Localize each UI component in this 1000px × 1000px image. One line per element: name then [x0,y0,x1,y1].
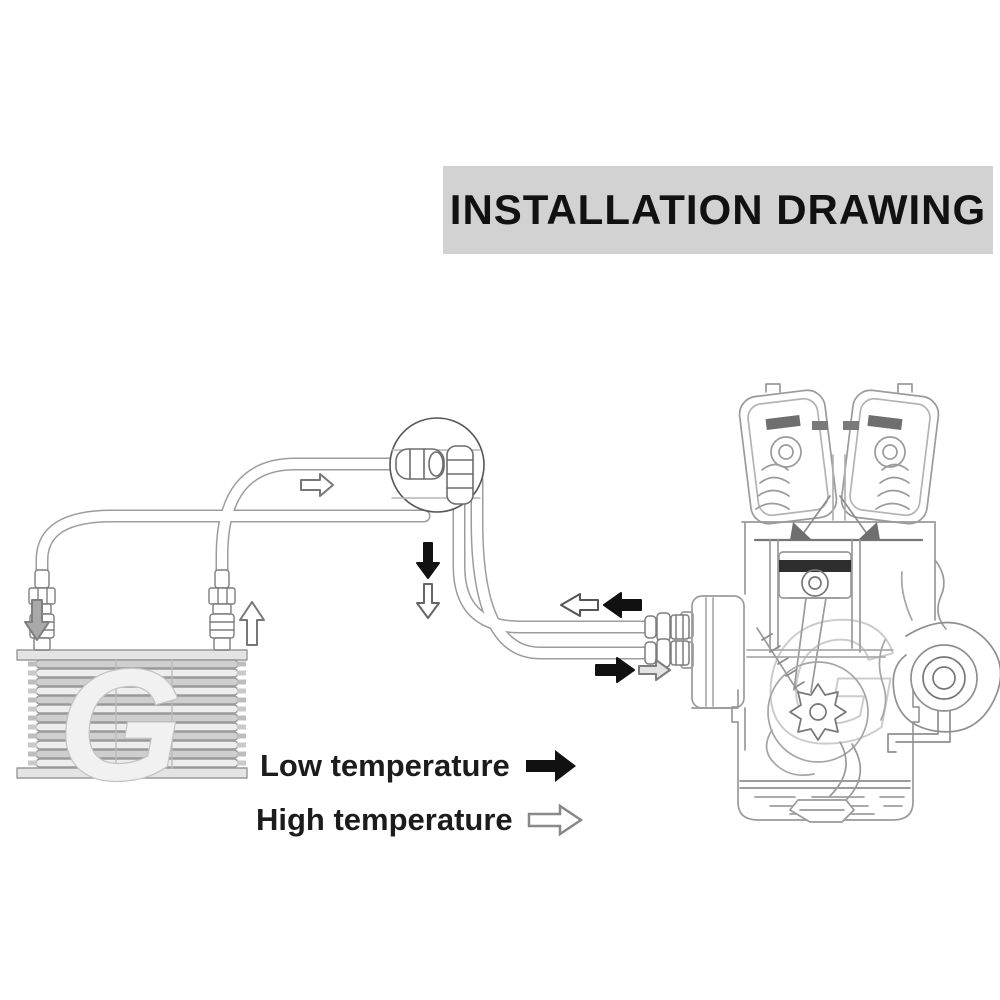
engine-in-solid-arrow-icon [595,657,635,683]
legend-low-label: Low temperature [260,748,510,783]
top-hose-arrow-icon [300,473,334,497]
legend-low-temperature: Low temperature [260,748,578,784]
cooler-outlet-arrow-icon [239,601,265,646]
oil-pump-gear [789,683,847,741]
piston-ring-band [779,560,851,572]
engine-out-outline-arrow-icon [560,593,599,617]
cam-dash [867,414,903,431]
title-banner: INSTALLATION DRAWING [443,166,993,254]
hose-fitting-top [644,612,690,642]
oil-cooler: G [16,569,248,815]
cooler-bottom-plate [16,767,248,779]
page-title: INSTALLATION DRAWING [449,186,987,233]
engine-hose-fittings [644,612,690,668]
flow-arrows [24,473,671,683]
cooler-watermark-letter: G [58,635,182,814]
hose-fitting-bottom [644,638,690,668]
oil-adapter-plate [680,595,745,709]
legend-high-temperature: High temperature [256,802,583,838]
legend-high-label: High temperature [256,802,513,837]
drop-outline-arrow-icon [416,583,440,619]
drop-solid-arrow-icon [416,542,440,579]
hose-cooler-left [35,509,431,583]
high-temperature-arrow-icon [527,803,583,837]
oil-lines [35,457,657,660]
engine-watermark-letter: G [762,585,898,780]
engine-out-solid-arrow-icon [603,592,642,618]
engine-in-outline-arrow-icon [638,659,671,681]
turbo-volute [878,571,1000,753]
cam-dash [812,421,828,430]
cam-dash [765,414,801,431]
engine-drawing [680,383,1000,823]
fitting-detail-callout [389,417,485,513]
low-temperature-arrow-icon [525,750,576,782]
detail-vertical-fitting [446,445,474,505]
cam-dash [843,421,859,430]
cooler-inlet-arrow-icon [24,599,50,641]
cooler-right-fitting [208,569,236,651]
